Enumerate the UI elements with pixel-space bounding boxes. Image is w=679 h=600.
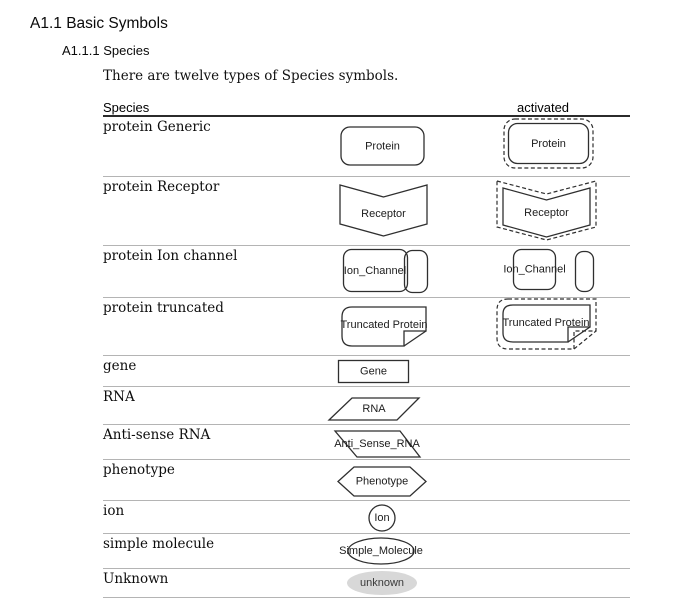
- filled-ellipse-shape: [347, 571, 417, 595]
- column-header-species: Species: [103, 100, 150, 115]
- parallelogram-shape: [327, 397, 421, 421]
- column-header-activated: activated: [517, 100, 570, 115]
- symbol-label: Ion_Channel: [503, 264, 565, 276]
- rounded-rectangle-shape: [340, 126, 425, 166]
- phenotype-symbol: Phenotype: [337, 466, 427, 497]
- subsection-title: A1.1.1 Species: [62, 43, 150, 58]
- symbol-label: Ion: [374, 512, 389, 524]
- table-row: phenotype Phenotype: [103, 460, 630, 501]
- species-type-label: Anti-sense RNA: [103, 427, 211, 443]
- species-type-label: ion: [103, 503, 125, 519]
- truncated-rect-shape: [341, 306, 427, 347]
- symbol-label: Receptor: [361, 208, 406, 220]
- ion-symbol: Ion: [368, 504, 396, 532]
- species-type-label: gene: [103, 358, 137, 374]
- symbol-label: Truncated Protein: [502, 317, 589, 329]
- ion-channel-open-activated-symbol: Ion_Channel: [503, 248, 595, 293]
- activation-dashed-outline: [496, 180, 597, 241]
- symbol-label: unknown: [360, 577, 404, 589]
- intro-text: There are twelve types of Species symbol…: [103, 68, 399, 84]
- simple-molecule-symbol: Simple_Molecule: [339, 537, 423, 565]
- channel-gate-shape: [403, 249, 429, 294]
- species-type-label: protein Generic: [103, 119, 211, 135]
- activation-dashed-outline: [496, 298, 597, 350]
- truncated-rect-shape: [502, 304, 591, 343]
- table-row: simple molecule Simple_Molecule: [103, 534, 630, 569]
- protein-truncated-symbol: Truncated Protein: [340, 306, 428, 347]
- table-row: Unknown unknown: [103, 569, 630, 598]
- symbol-label: Gene: [360, 366, 387, 378]
- rna-symbol: RNA: [327, 397, 421, 421]
- protein-generic-activated-symbol: Protein: [503, 118, 594, 169]
- table-header-row: Species activated: [103, 100, 630, 117]
- table-row: Anti-sense RNA Anti_Sense_RNA: [103, 425, 630, 460]
- truncation-tear-line: [403, 330, 427, 347]
- protein-truncated-activated-symbol: Truncated Protein: [496, 298, 597, 350]
- table-row: RNA RNA: [103, 387, 630, 425]
- unknown-symbol: unknown: [347, 571, 417, 595]
- species-type-label: protein Receptor: [103, 179, 220, 195]
- table-row: protein truncated Truncated Protein Trun…: [103, 298, 630, 356]
- species-type-label: protein truncated: [103, 300, 224, 316]
- parallelogram-shape: [333, 430, 422, 458]
- rounded-rectangle-shape: [507, 122, 590, 165]
- activation-dashed-tear-line: [573, 330, 597, 350]
- channel-gate-shape: [574, 250, 595, 293]
- symbol-label: Anti_Sense_RNA: [334, 438, 420, 450]
- anti-sense-rna-symbol: Anti_Sense_RNA: [333, 430, 422, 458]
- channel-body-shape: [512, 248, 557, 291]
- receptor-chevron-shape: [339, 184, 428, 237]
- symbol-label: RNA: [362, 403, 386, 415]
- symbol-label: Protein: [365, 141, 400, 153]
- symbol-label: Phenotype: [356, 476, 409, 488]
- species-type-label: phenotype: [103, 462, 175, 478]
- protein-receptor-activated-symbol: Receptor: [496, 180, 597, 241]
- species-type-label: RNA: [103, 389, 135, 405]
- section-title: A1.1 Basic Symbols: [30, 15, 168, 32]
- symbol-label: Protein: [531, 138, 566, 150]
- table-row: protein Receptor Receptor Receptor: [103, 177, 630, 246]
- channel-body-shape: [342, 248, 409, 293]
- symbol-label: Simple_Molecule: [339, 545, 423, 557]
- ellipse-shape: [347, 537, 415, 565]
- receptor-chevron-shape: [502, 187, 591, 238]
- species-type-label: simple molecule: [103, 536, 215, 552]
- species-type-label: Unknown: [103, 571, 169, 587]
- symbol-label: Ion_Channel: [344, 265, 406, 277]
- truncation-tear-line: [567, 326, 591, 343]
- table-row: protein Generic Protein Protein: [103, 117, 630, 177]
- protein-receptor-symbol: Receptor: [339, 184, 428, 237]
- table-row: ion Ion: [103, 501, 630, 534]
- rectangle-shape: [337, 359, 410, 384]
- circle-shape: [368, 504, 396, 532]
- ion-channel-closed-symbol: Ion_Channel: [342, 248, 429, 294]
- species-symbol-table: Species activated protein Generic Protei…: [103, 100, 630, 598]
- species-type-label: protein Ion channel: [103, 248, 238, 264]
- hexagon-shape: [337, 466, 427, 497]
- table-row: gene Gene: [103, 356, 630, 387]
- gene-symbol: Gene: [337, 359, 410, 384]
- protein-generic-symbol: Protein: [340, 126, 425, 166]
- symbol-label: Truncated Protein: [340, 319, 427, 331]
- activation-dashed-outline: [503, 118, 594, 169]
- table-row: protein Ion channel Ion_Channel Ion_Chan…: [103, 246, 630, 298]
- symbol-label: Receptor: [524, 207, 569, 219]
